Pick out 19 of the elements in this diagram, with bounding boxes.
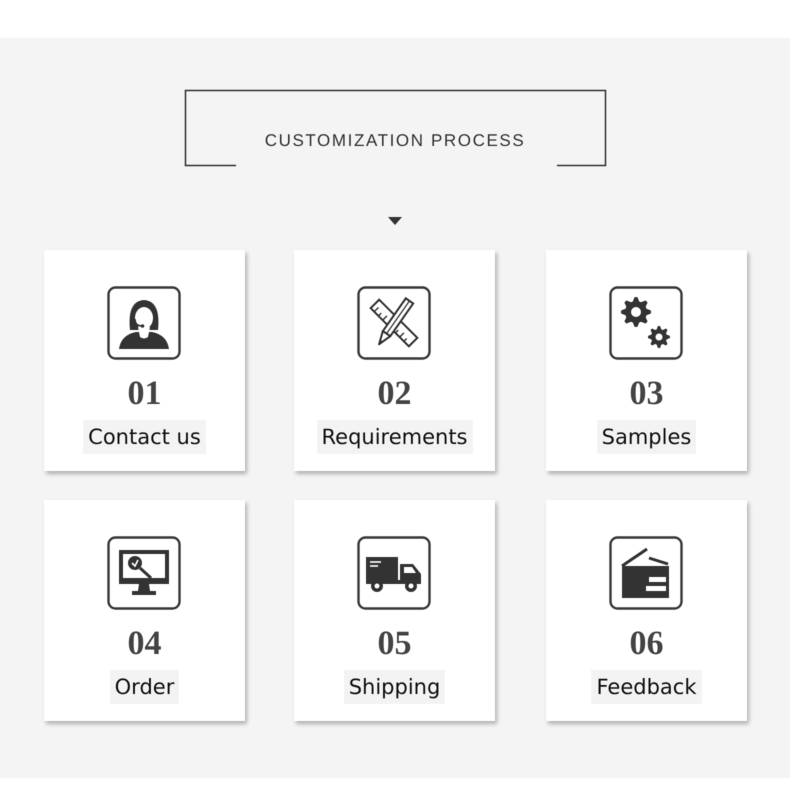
step-card [546, 250, 747, 471]
title: CUSTOMIZATION PROCESS [264, 130, 526, 152]
step-label: Requirements [316, 420, 472, 454]
step-label: Samples [596, 420, 696, 454]
step-card [44, 250, 245, 471]
step-number: 01 [128, 376, 162, 412]
step-label: Shipping [344, 670, 446, 704]
step-card [44, 500, 245, 721]
step-number: 06 [630, 626, 664, 662]
step-card [546, 500, 747, 721]
step-label: Order [110, 670, 180, 704]
step-label: Contact us [83, 420, 206, 454]
step-number: 03 [630, 376, 664, 412]
step-number: 04 [128, 626, 162, 662]
step-number: 02 [378, 376, 412, 412]
step-card [294, 250, 495, 471]
step-label: Feedback [591, 670, 702, 704]
step-number: 05 [378, 626, 412, 662]
step-card [294, 500, 495, 721]
